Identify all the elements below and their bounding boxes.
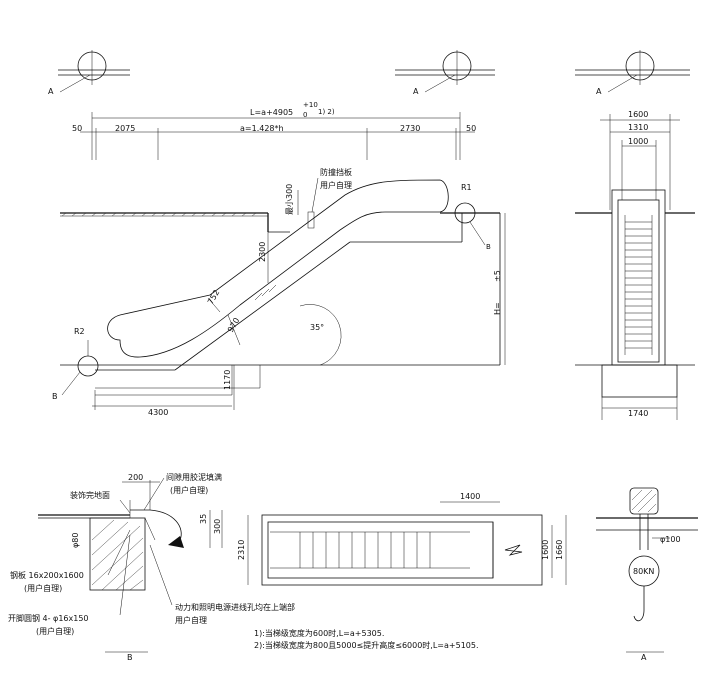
anchor-label: 开脚圆钢 4- φ16x150 xyxy=(8,613,89,623)
min-clearance: 最小300 xyxy=(285,184,294,215)
note-refs: 1) 2) xyxy=(318,108,335,116)
dim-2300: 2300 xyxy=(258,242,267,262)
note-superscript: +10 xyxy=(303,101,318,109)
end-view: 1600 1310 1000 1740 xyxy=(575,110,695,420)
finished-floor-label: 装饰完地面 xyxy=(70,490,110,500)
height-label: H= xyxy=(493,302,502,315)
r1-label: R1 xyxy=(461,183,472,192)
dim-300: 300 xyxy=(213,519,222,534)
dim-752: 752 xyxy=(206,288,221,306)
detail-b-title: B xyxy=(127,653,133,662)
side-view-escalator: R1 R2 B B 2300 最小300 752 970 35° H= ±5 1… xyxy=(52,167,506,417)
gap-fill-label: 间隙用胶泥填满 xyxy=(166,472,222,482)
end-dim-1740: 1740 xyxy=(628,409,648,418)
plan-dim-1660: 1660 xyxy=(555,540,564,560)
section-marker-left: A xyxy=(48,50,130,96)
label-b: B xyxy=(52,392,58,401)
detail-a: φ100 80KN A xyxy=(596,487,698,662)
plan-dim-2310: 2310 xyxy=(237,540,246,560)
label-a-right: A xyxy=(413,87,419,96)
steel-plate-user: (用户自理) xyxy=(24,583,62,593)
dim-phi80: φ80 xyxy=(71,533,80,548)
dim-left-end: 50 xyxy=(72,124,82,133)
detail-b: 200 间隙用胶泥填满 (用户自理) 装饰完地面 35 300 φ80 钢板 1… xyxy=(8,472,295,662)
dim-35: 35 xyxy=(199,514,208,524)
detail-a-title: A xyxy=(641,653,647,662)
r2-label: R2 xyxy=(74,327,85,336)
height-tolerance: ±5 xyxy=(493,270,502,282)
gap-user-label: (用户自理) xyxy=(170,485,208,495)
dim-middle: a=1.428*h xyxy=(240,124,284,133)
plan-view: 1400 2310 1600 1660 xyxy=(237,492,567,586)
section-marker-mid: A xyxy=(395,50,495,96)
dim-left: 2075 xyxy=(115,124,135,133)
dim-200: 200 xyxy=(128,473,143,482)
end-dim-1310: 1310 xyxy=(628,123,648,132)
side-view-dimensions: L=a+4905 +10 0 1) 2) 50 2075 a=1.428*h 2… xyxy=(72,101,476,160)
end-dim-1000: 1000 xyxy=(628,137,648,146)
section-marker-end: A xyxy=(575,50,690,96)
dim-1170: 1170 xyxy=(223,370,232,390)
user-provided-label: 用户自理 xyxy=(320,180,352,190)
end-dim-1600: 1600 xyxy=(628,110,648,119)
power-user: 用户自理 xyxy=(175,615,207,625)
load-label: 80KN xyxy=(633,567,654,576)
total-length: L=a+4905 xyxy=(250,108,293,117)
end-view-label-a: A xyxy=(596,87,602,96)
anchor-user: (用户自理) xyxy=(36,626,74,636)
anti-collision-label: 防撞挡板 xyxy=(320,167,352,177)
notes: 1):当梯级宽度为600时,L=a+5305. 2):当梯级宽度为800且500… xyxy=(254,628,479,650)
steel-plate-label: 钢板 16x200x1600 xyxy=(10,570,84,580)
dim-970: 970 xyxy=(226,316,241,334)
label-b-small: B xyxy=(486,243,491,251)
plan-dim-1400: 1400 xyxy=(460,492,480,501)
dim-right: 2730 xyxy=(400,124,420,133)
dim-right-end: 50 xyxy=(466,124,476,133)
label-a-left: A xyxy=(48,87,54,96)
angle-label: 35° xyxy=(310,323,324,332)
power-note: 动力和照明电源进线孔均在上端部 xyxy=(175,602,295,612)
plan-dim-1600: 1600 xyxy=(541,540,550,560)
note-1: 1):当梯级宽度为600时,L=a+5305. xyxy=(254,628,384,638)
note-2: 2):当梯级宽度为800且5000≤提升高度≤6000时,L=a+5105. xyxy=(254,640,479,650)
dim-phi100: φ100 xyxy=(660,535,681,544)
dim-4300: 4300 xyxy=(148,408,168,417)
note-subscript: 0 xyxy=(303,111,307,119)
